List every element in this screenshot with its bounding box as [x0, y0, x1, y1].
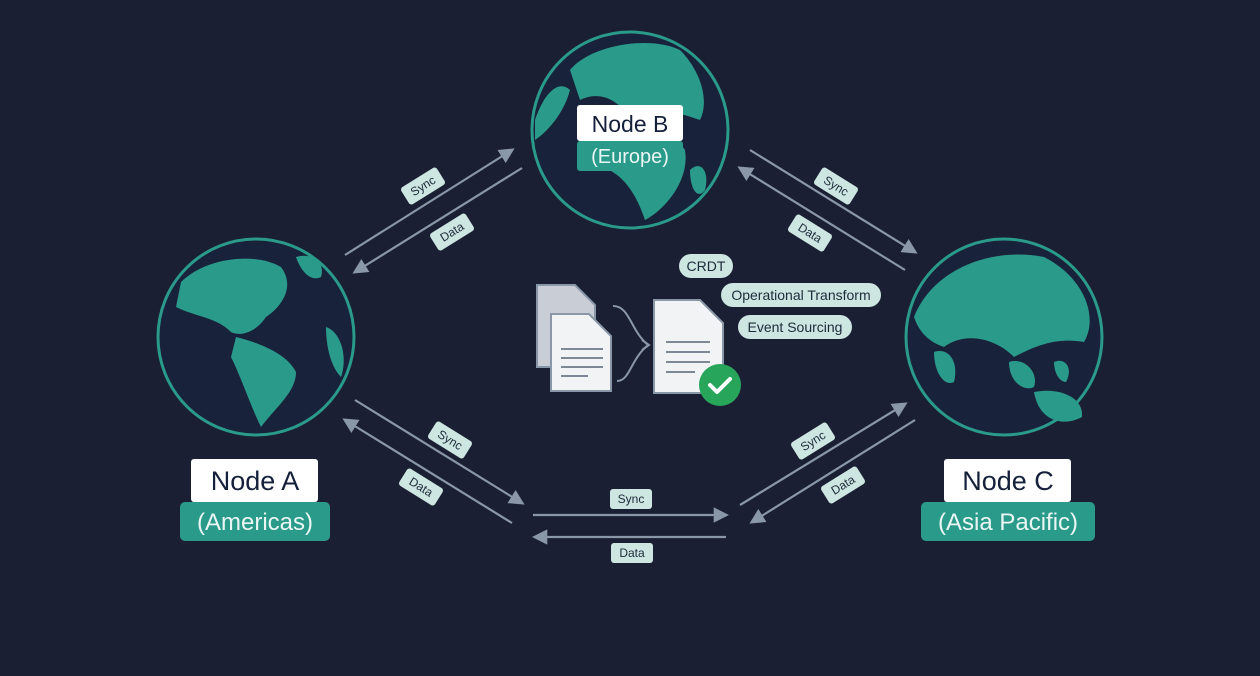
technique-label: Operational Transform: [731, 287, 870, 303]
technique-label: CRDT: [687, 258, 726, 274]
technique-pill-event-sourcing: Event Sourcing: [738, 315, 852, 339]
sync-tag: Sync: [791, 422, 835, 460]
technique-pill-operational-transform: Operational Transform: [721, 283, 881, 307]
data-label: Data: [619, 546, 645, 560]
node-c-region: (Asia Pacific): [938, 509, 1078, 536]
sync-arrow-b-c: [749, 149, 918, 254]
data-arrow-bottom-a: [342, 418, 513, 524]
data-tag: Data: [611, 543, 653, 563]
node-b-label: Node B (Europe): [577, 105, 683, 171]
node-c-label: Node C (Asia Pacific): [921, 459, 1095, 541]
node-a-label: Node A (Americas): [180, 459, 330, 541]
check-icon: [699, 364, 741, 406]
conflict-documents-icon: [536, 284, 612, 392]
data-tag: Data: [788, 214, 832, 252]
node-c-name: Node C: [962, 466, 1054, 496]
merge-arrow-icon: [612, 305, 651, 382]
globe-asia-pacific-icon: [904, 237, 1104, 437]
node-b-region: (Europe): [591, 146, 669, 168]
technique-pill-crdt: CRDT: [679, 254, 733, 278]
globe-americas-icon: [156, 237, 356, 437]
sync-tag: Sync: [814, 167, 858, 205]
technique-label: Event Sourcing: [748, 319, 843, 335]
node-a-name: Node A: [211, 466, 300, 496]
sync-arrow-bottom-c: [739, 402, 908, 506]
data-arrow-c-bottom: [749, 419, 916, 524]
data-tag: Data: [430, 213, 474, 251]
data-tag: Data: [821, 466, 865, 504]
node-a-region: (Americas): [197, 509, 313, 536]
data-arrow-b-a: [352, 167, 523, 274]
data-tag: Data: [399, 468, 443, 506]
sync-tag: Sync: [610, 489, 652, 509]
data-arrow-c-b: [737, 166, 906, 271]
sync-tag: Sync: [401, 167, 445, 205]
sync-arrow-a-b: [344, 148, 515, 256]
arrows: [342, 148, 918, 545]
node-b-name: Node B: [592, 111, 669, 137]
sync-tag: Sync: [428, 421, 472, 459]
sync-arrow-a-bottom: [354, 399, 525, 505]
sync-label: Sync: [618, 492, 645, 506]
